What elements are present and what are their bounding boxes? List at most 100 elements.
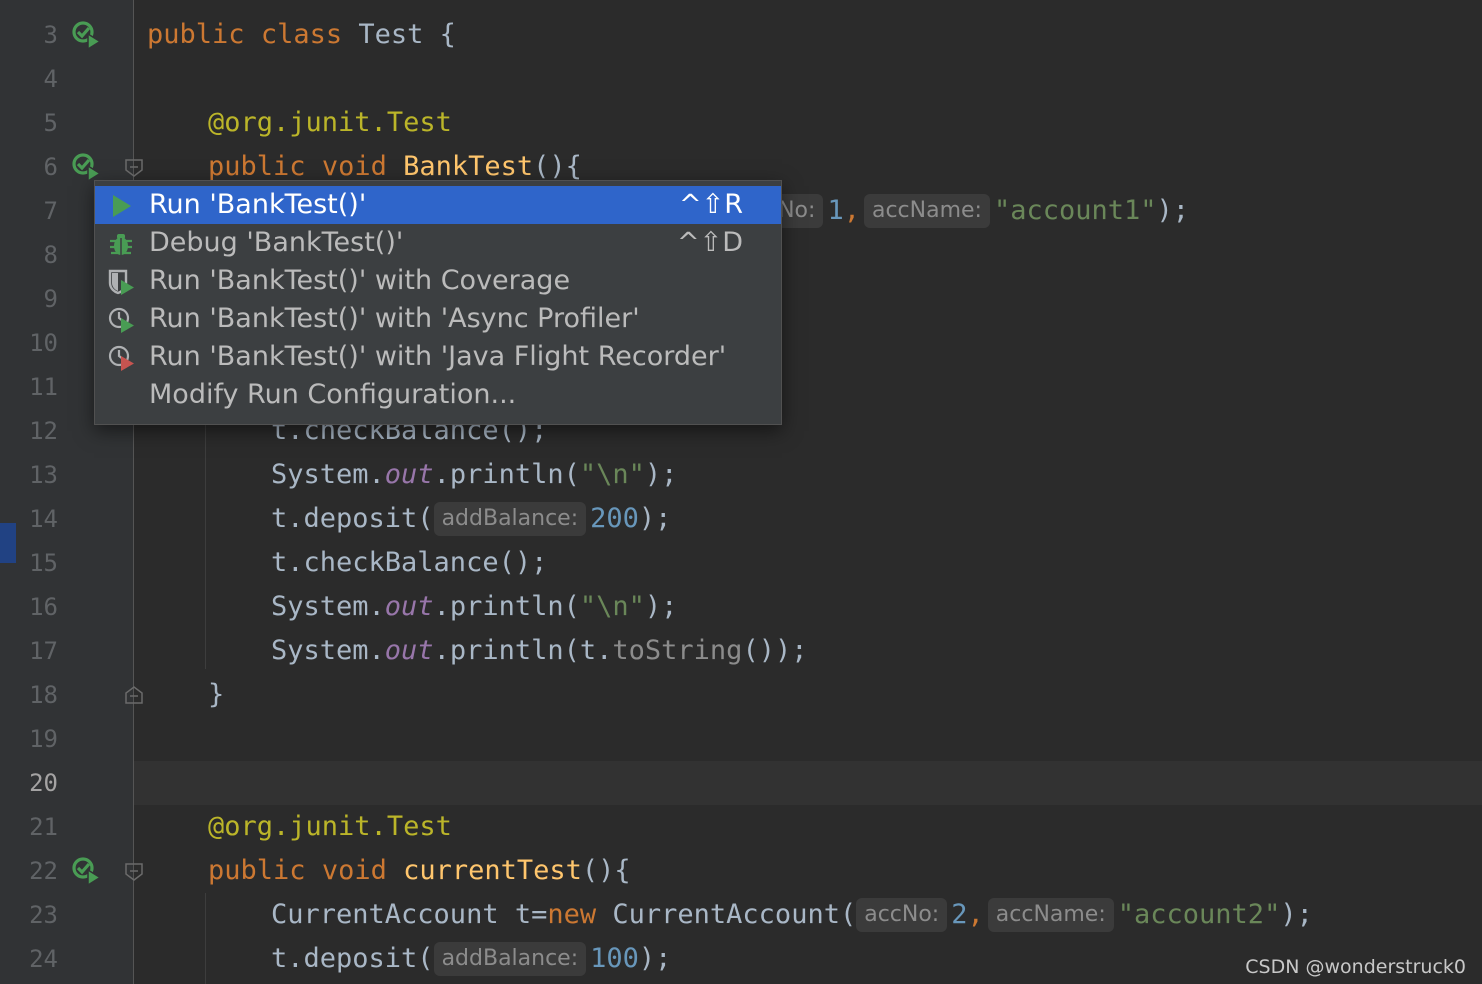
fold-collapse-icon[interactable]	[124, 862, 144, 882]
string-literal: "\n"	[579, 459, 645, 490]
code-text: (){	[533, 151, 582, 182]
code-text: .println(	[433, 591, 580, 622]
left-strip-marker	[0, 523, 16, 563]
run-test-class-icon[interactable]	[70, 19, 102, 51]
line-number: 5	[43, 109, 58, 137]
current-line-highlight	[134, 761, 1482, 805]
keyword: void	[321, 151, 387, 182]
line-number: 12	[29, 417, 58, 445]
fold-collapse-icon[interactable]	[124, 158, 144, 178]
menu-item-modify-run-configuration[interactable]: Modify Run Configuration...	[95, 376, 781, 414]
indent-guide	[205, 189, 206, 669]
menu-item-flight-recorder[interactable]: Run 'BankTest()' with 'Java Flight Recor…	[95, 338, 781, 376]
code-line-3[interactable]: public class Test {	[147, 13, 456, 57]
param-hint: addBalance:	[433, 502, 587, 536]
code-line-23[interactable]: CurrentAccount t=new CurrentAccount(accN…	[271, 893, 1313, 937]
code-text: }	[208, 679, 225, 710]
code-line-7[interactable]: cNo:1,accName:"account1");	[758, 189, 1189, 233]
annotation-prefix: @org.junit.	[208, 107, 387, 138]
line-number: 3	[43, 21, 58, 49]
code-text: CurrentAccount t=	[271, 899, 548, 930]
param-hint: accName:	[987, 898, 1114, 932]
string-literal: "account1"	[993, 195, 1157, 226]
watermark: CSDN @wonderstruck0	[1245, 956, 1466, 978]
line-number: 10	[29, 329, 58, 357]
keyword: public	[208, 855, 306, 886]
line-number: 15	[29, 549, 58, 577]
code-line-16[interactable]: System.out.println("\n");	[271, 585, 677, 629]
menu-item-debug[interactable]: Debug 'BankTest()' ^⇧D	[95, 224, 781, 262]
menu-item-async-profiler[interactable]: Run 'BankTest()' with 'Async Profiler'	[95, 300, 781, 338]
code-text: t.deposit(	[271, 503, 434, 534]
line-number: 21	[29, 813, 58, 841]
line-number: 14	[29, 505, 58, 533]
menu-item-shortcut: ^⇧R	[678, 189, 743, 220]
static-field: out	[384, 591, 434, 622]
param-hint: accName:	[863, 194, 990, 228]
menu-item-label: Run 'BankTest()' with 'Async Profiler'	[149, 303, 640, 334]
param-hint: addBalance:	[433, 942, 587, 976]
code-text: );	[1156, 195, 1190, 226]
annotation-prefix: @org.junit.	[208, 811, 387, 842]
number-literal: 100	[590, 943, 639, 974]
string-literal: "\n"	[579, 591, 645, 622]
run-popup-menu: Run 'BankTest()' ^⇧R Debug 'BankTest()' …	[94, 180, 782, 425]
code-text: );	[644, 591, 678, 622]
line-number: 22	[29, 857, 58, 885]
gutter-border	[133, 0, 134, 984]
line-number: 4	[43, 65, 58, 93]
param-hint: accNo:	[856, 898, 948, 932]
line-number: 8	[43, 241, 58, 269]
run-test-method-icon[interactable]	[70, 855, 102, 887]
menu-item-label: Run 'BankTest()' with Coverage	[149, 265, 571, 296]
keyword: class	[260, 19, 343, 50]
annotation-name: Test	[386, 107, 452, 138]
menu-item-label: Run 'BankTest()' with 'Java Flight Recor…	[149, 341, 727, 372]
comma: ,	[843, 195, 860, 226]
static-field: out	[384, 635, 434, 666]
code-text: System.	[271, 591, 385, 622]
code-text: System.	[271, 459, 385, 490]
fold-end-icon[interactable]	[124, 685, 144, 705]
debug-icon	[110, 234, 132, 255]
code-line-15[interactable]: t.checkBalance();	[271, 541, 547, 585]
line-number: 18	[29, 681, 58, 709]
inherited-method: toString	[612, 635, 743, 666]
code-line-5[interactable]: @org.junit.Test	[208, 101, 452, 145]
menu-item-coverage[interactable]: Run 'BankTest()' with Coverage	[95, 262, 781, 300]
keyword: new	[547, 899, 597, 930]
code-line-13[interactable]: System.out.println("\n");	[271, 453, 677, 497]
code-text: t.deposit(	[271, 943, 434, 974]
indent-guide	[205, 893, 206, 984]
run-test-method-icon[interactable]	[70, 151, 102, 183]
code-line-21[interactable]: @org.junit.Test	[208, 805, 452, 849]
run-icon	[113, 195, 131, 217]
string-literal: "account2"	[1117, 899, 1281, 930]
code-line-24[interactable]: t.deposit(addBalance:100);	[271, 937, 671, 981]
code-line-22[interactable]: public void currentTest(){	[208, 849, 631, 893]
code-text: ());	[742, 635, 808, 666]
code-text: CurrentAccount(	[596, 899, 857, 930]
code-text: (){	[581, 855, 631, 886]
code-text: );	[638, 503, 672, 534]
code-line-14[interactable]: t.deposit(addBalance:200);	[271, 497, 671, 541]
static-field: out	[384, 459, 434, 490]
line-number: 9	[43, 285, 58, 313]
code-text: );	[644, 459, 678, 490]
line-number: 23	[29, 901, 58, 929]
code-line-6[interactable]: public void BankTest(){	[208, 145, 582, 189]
number-literal: 200	[590, 503, 639, 534]
line-number: 17	[29, 637, 58, 665]
code-text: .println(t.	[433, 635, 613, 666]
keyword: public	[208, 151, 306, 182]
code-line-17[interactable]: System.out.println(t.toString());	[271, 629, 807, 673]
code-text: );	[1280, 899, 1313, 930]
flight-recorder-icon	[108, 345, 134, 371]
menu-item-shortcut: ^⇧D	[676, 227, 743, 258]
code-line-18[interactable]: }	[208, 673, 224, 717]
menu-item-run[interactable]: Run 'BankTest()' ^⇧R	[95, 186, 781, 224]
code-text: );	[638, 943, 672, 974]
annotation-name: Test	[386, 811, 452, 842]
code-text: t.checkBalance();	[271, 547, 548, 578]
left-tool-strip	[0, 0, 16, 984]
